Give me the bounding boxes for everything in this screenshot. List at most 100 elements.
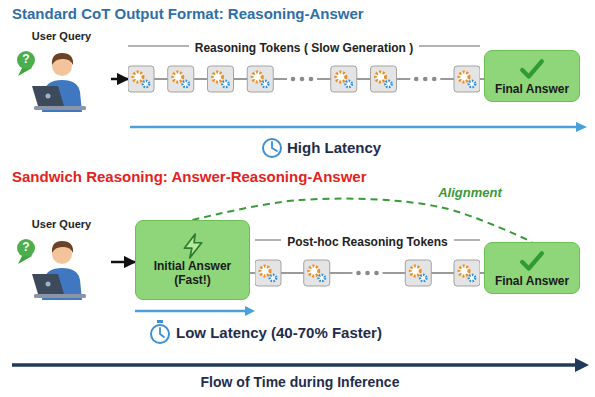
lightning-icon — [184, 234, 201, 258]
time-arrow — [135, 306, 255, 316]
node-text: Reasoning Tokens ( Slow Generation ) — [189, 40, 419, 56]
node-text: Final Answer — [495, 82, 569, 96]
time-arrow — [130, 122, 587, 132]
ellipsis-dots — [374, 271, 379, 276]
check-icon — [522, 61, 542, 76]
gear-token — [371, 66, 397, 92]
gear — [459, 72, 469, 82]
gear-token — [454, 66, 480, 92]
ellipsis-dots — [365, 271, 370, 276]
gear-token — [247, 66, 273, 92]
gear — [336, 72, 346, 82]
node-text: User Query — [12, 218, 111, 230]
gear — [459, 266, 469, 276]
node-text: Final Answer — [495, 274, 569, 288]
check-icon — [517, 56, 547, 82]
gear — [252, 72, 262, 82]
flow-arrow — [12, 363, 578, 367]
ellipsis-dots — [300, 77, 305, 82]
gear — [346, 81, 352, 87]
question-mark: ? — [22, 53, 29, 67]
ellipsis-dots — [353, 268, 383, 278]
gear — [143, 81, 149, 87]
section-title: Standard CoT Output Format: Reasoning-An… — [12, 5, 364, 22]
user-query: User Query — [12, 218, 111, 300]
ellipsis-dots — [423, 77, 428, 82]
gear-token — [331, 66, 357, 92]
time-arrow — [135, 310, 247, 313]
gear — [183, 81, 189, 87]
ellipsis-dots — [287, 74, 317, 84]
gear-token — [208, 66, 234, 92]
ellipsis-dots — [353, 268, 383, 278]
gear — [309, 266, 319, 276]
token-chain — [255, 256, 480, 290]
gear — [260, 266, 270, 276]
connector — [250, 272, 255, 274]
edge-label: Alignment — [435, 186, 505, 201]
gear-token — [168, 66, 194, 92]
answer-box: Final Answer — [484, 242, 580, 294]
gear-token — [304, 260, 330, 286]
connector — [111, 78, 128, 81]
ellipsis-dots — [287, 74, 317, 84]
connector — [111, 261, 135, 264]
reasoning-chain: Reasoning Tokens ( Slow Generation ) — [128, 38, 480, 98]
user-query: User Query — [12, 30, 111, 112]
gear — [173, 72, 183, 82]
gear-token — [208, 66, 234, 92]
ellipsis-dots — [414, 77, 419, 82]
gear — [262, 81, 268, 87]
gear-token — [454, 260, 480, 286]
gear — [222, 81, 228, 87]
answer-box: Final Answer — [484, 50, 580, 102]
gear-token — [405, 260, 431, 286]
gear-token — [331, 66, 357, 92]
check-icon — [517, 248, 547, 274]
answer-box: Initial Answer (Fast!) — [135, 220, 250, 300]
stopwatch-icon — [151, 325, 169, 343]
gear-token — [454, 66, 480, 92]
stopwatch-icon — [151, 320, 169, 343]
ellipsis-dots — [356, 271, 361, 276]
axis-label: Flow of Time during Inference — [201, 374, 400, 390]
ellipsis-dots — [410, 74, 440, 84]
gear — [469, 81, 475, 87]
question-mark: ? — [22, 241, 29, 255]
gear-token — [454, 260, 480, 286]
latency-label: Low Latency (40-70% Faster) — [176, 324, 382, 341]
flow-arrow — [12, 358, 589, 372]
clock-icon — [263, 139, 281, 157]
time-arrow — [576, 122, 587, 132]
flow-arrow — [575, 358, 589, 372]
node-text: Post-hoc Reasoning Tokens — [281, 234, 453, 250]
gear — [420, 275, 426, 281]
gear-token — [255, 260, 281, 286]
reasoning-chain: Post-hoc Reasoning Tokens — [255, 232, 480, 292]
gear-token — [128, 66, 154, 92]
gear-token — [168, 66, 194, 92]
gear-token — [304, 260, 330, 286]
gear — [376, 72, 386, 82]
ellipsis-dots — [410, 74, 440, 84]
user-figure — [17, 239, 86, 300]
node-text: Initial Answer (Fast!) — [142, 259, 243, 288]
gear-token — [247, 66, 273, 92]
gear-token — [405, 260, 431, 286]
lightning-icon — [180, 233, 206, 259]
gear-token — [371, 66, 397, 92]
latency-label: High Latency — [287, 139, 381, 156]
ellipsis-dots — [309, 77, 314, 82]
check-icon — [522, 253, 542, 268]
token-chain — [128, 62, 480, 96]
user-figure — [17, 51, 86, 112]
stopwatch-icon — [157, 320, 163, 323]
gear — [270, 275, 276, 281]
gear — [133, 72, 143, 82]
gear — [385, 81, 391, 87]
gear — [213, 72, 223, 82]
node-text: User Query — [12, 30, 111, 42]
stopwatch-icon — [160, 328, 164, 337]
gear — [469, 275, 475, 281]
